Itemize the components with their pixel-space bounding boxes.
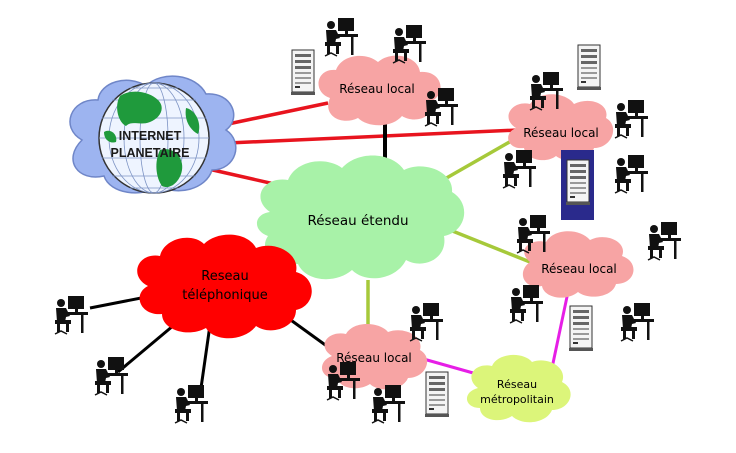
workstation-icon — [502, 149, 537, 189]
link-internet-local-right — [227, 128, 519, 145]
cloud-local-right2-shape — [522, 231, 634, 298]
cloud-local-right: Réseau local — [508, 94, 614, 161]
cloud-wan-shape — [256, 155, 465, 280]
cloud-phone: Reseau téléphonique — [137, 234, 312, 339]
workstation-icon — [371, 384, 406, 424]
internet-cloud: INTERNET PLANETAIRE — [69, 75, 237, 194]
cloud-local-right-shape — [508, 94, 614, 161]
workstation-icon — [409, 302, 444, 342]
workstation-icon — [509, 284, 544, 324]
link-wan-local-right2 — [449, 228, 531, 264]
workstation-icon — [324, 17, 359, 57]
cloud-phone-shape — [137, 234, 312, 339]
workstation-icon — [614, 154, 649, 194]
cloud-local-right2: Réseau local — [522, 231, 634, 298]
cloud-metro: Réseau métropolitain — [466, 354, 571, 423]
cloud-wan: Réseau étendu — [256, 155, 465, 280]
cloud-metro-label-line2: métropolitain — [480, 393, 554, 406]
cloud-local-top-shape — [318, 55, 441, 126]
workstation-icon — [326, 361, 361, 401]
server-icon — [576, 44, 602, 91]
servers — [290, 44, 602, 418]
cloud-local-right2-label: Réseau local — [541, 262, 617, 276]
cloud-metro-shape — [466, 354, 571, 423]
workstation-icon — [614, 99, 649, 139]
link-phone-ws3 — [198, 324, 212, 396]
link-wan-local-right — [442, 138, 514, 182]
cloud-local-top-label: Réseau local — [339, 82, 415, 96]
internet-label-line2: PLANETAIRE — [111, 146, 190, 160]
workstation-icon — [94, 356, 129, 396]
cloud-local-right-label: Réseau local — [523, 126, 599, 140]
server-icon — [290, 49, 316, 96]
globe-icon — [98, 82, 210, 194]
cloud-local-top: Réseau local — [318, 55, 441, 126]
cloud-metro-label-line1: Réseau — [497, 378, 537, 391]
cloud-phone-label-line1: Reseau — [201, 269, 248, 284]
server-icon — [568, 305, 594, 352]
link-internet-local-top — [227, 101, 329, 126]
workstation-icon — [54, 295, 89, 335]
workstation-icon — [392, 24, 427, 64]
cloud-wan-label: Réseau étendu — [307, 213, 408, 229]
workstation-icon — [174, 384, 209, 424]
link-phone-ws2 — [117, 318, 181, 374]
workstation-icon — [647, 221, 682, 261]
internet-label-line1: INTERNET — [119, 129, 182, 143]
link-local-right2-metro — [550, 291, 570, 369]
workstation-icon — [424, 87, 459, 127]
workstation-icon — [620, 302, 655, 342]
cloud-phone-label-line2: téléphonique — [182, 288, 268, 303]
server-icon — [561, 150, 594, 220]
server-icon — [424, 371, 450, 418]
cloud-local-bottom-label: Réseau local — [336, 351, 412, 365]
